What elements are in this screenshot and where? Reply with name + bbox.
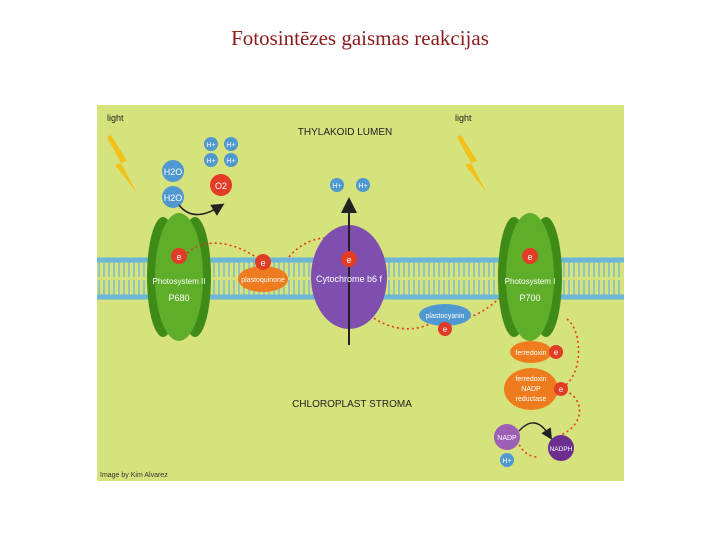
ferredoxin-nadp-reductase: ferredoxin NADP reductase e: [504, 368, 568, 410]
svg-text:e: e: [346, 255, 351, 265]
slide-title: Fotosintēzes gaismas reakcijas: [0, 26, 720, 51]
light-label-right: light: [455, 113, 472, 123]
h-plus-group-ps2: H+ H+ H+ H+: [204, 137, 238, 167]
ps1-name: Photosystem I: [505, 277, 556, 286]
oxygen-molecule: O2: [210, 174, 232, 196]
svg-text:H+: H+: [226, 142, 235, 149]
svg-text:NADP: NADP: [521, 386, 541, 393]
ferredoxin: ferredoxin e: [510, 341, 563, 363]
lumen-label: THYLAKOID LUMEN: [298, 127, 392, 138]
cytochrome-b6f: e Cytochrome b6 f: [311, 205, 387, 345]
plastocyanin: plastocyanin e: [419, 304, 471, 336]
svg-text:ferredoxin: ferredoxin: [515, 376, 546, 383]
svg-text:e: e: [559, 385, 564, 394]
light-reactions-diagram: light light THYLAKOID LUMEN CHLOROPLAST …: [97, 105, 624, 481]
ps2-code: P680: [168, 293, 189, 303]
lightning-left-icon: [107, 135, 137, 193]
water-split-arrow: [179, 205, 219, 215]
ferredoxin-label: ferredoxin: [515, 350, 546, 357]
svg-text:e: e: [443, 325, 448, 334]
svg-text:H2O: H2O: [164, 193, 183, 203]
svg-text:H+: H+: [226, 158, 235, 165]
svg-text:H+: H+: [206, 158, 215, 165]
nadp-label: NADP: [497, 435, 517, 442]
image-credit: Image by Kim Alvarez: [100, 472, 168, 479]
cytochrome-label: Cytochrome b6 f: [316, 274, 383, 284]
water-molecules: H2O H2O: [162, 160, 184, 208]
light-label-left: light: [107, 113, 124, 123]
photosystem-ii: e Photosystem II P680: [147, 213, 211, 341]
nadp: NADP H+: [494, 424, 520, 467]
ps1-code: P700: [519, 293, 540, 303]
nadp-reduction-arrow: [519, 423, 549, 435]
plastocyanin-label: plastocyanin: [426, 313, 465, 320]
h-plus-group-cytochrome: H+ H+: [330, 178, 370, 192]
svg-text:H+: H+: [502, 458, 511, 465]
ps2-name: Photosystem II: [153, 277, 206, 286]
nadph-label: NADPH: [550, 446, 573, 453]
nadph: NADPH: [548, 435, 574, 461]
svg-text:H+: H+: [206, 142, 215, 149]
stroma-label: CHLOROPLAST STROMA: [292, 399, 412, 410]
svg-text:O2: O2: [215, 181, 227, 191]
svg-text:e: e: [260, 258, 265, 268]
svg-text:e: e: [554, 348, 559, 357]
photosystem-i: e Photosystem I P700: [498, 213, 562, 341]
lightning-right-icon: [457, 135, 487, 193]
svg-text:H2O: H2O: [164, 167, 183, 177]
svg-text:H+: H+: [332, 183, 341, 190]
plastoquinone-label: plastoquinone: [241, 277, 285, 284]
svg-text:e: e: [176, 252, 181, 262]
svg-text:e: e: [527, 252, 532, 262]
svg-text:reductase: reductase: [516, 396, 547, 403]
svg-text:H+: H+: [358, 183, 367, 190]
